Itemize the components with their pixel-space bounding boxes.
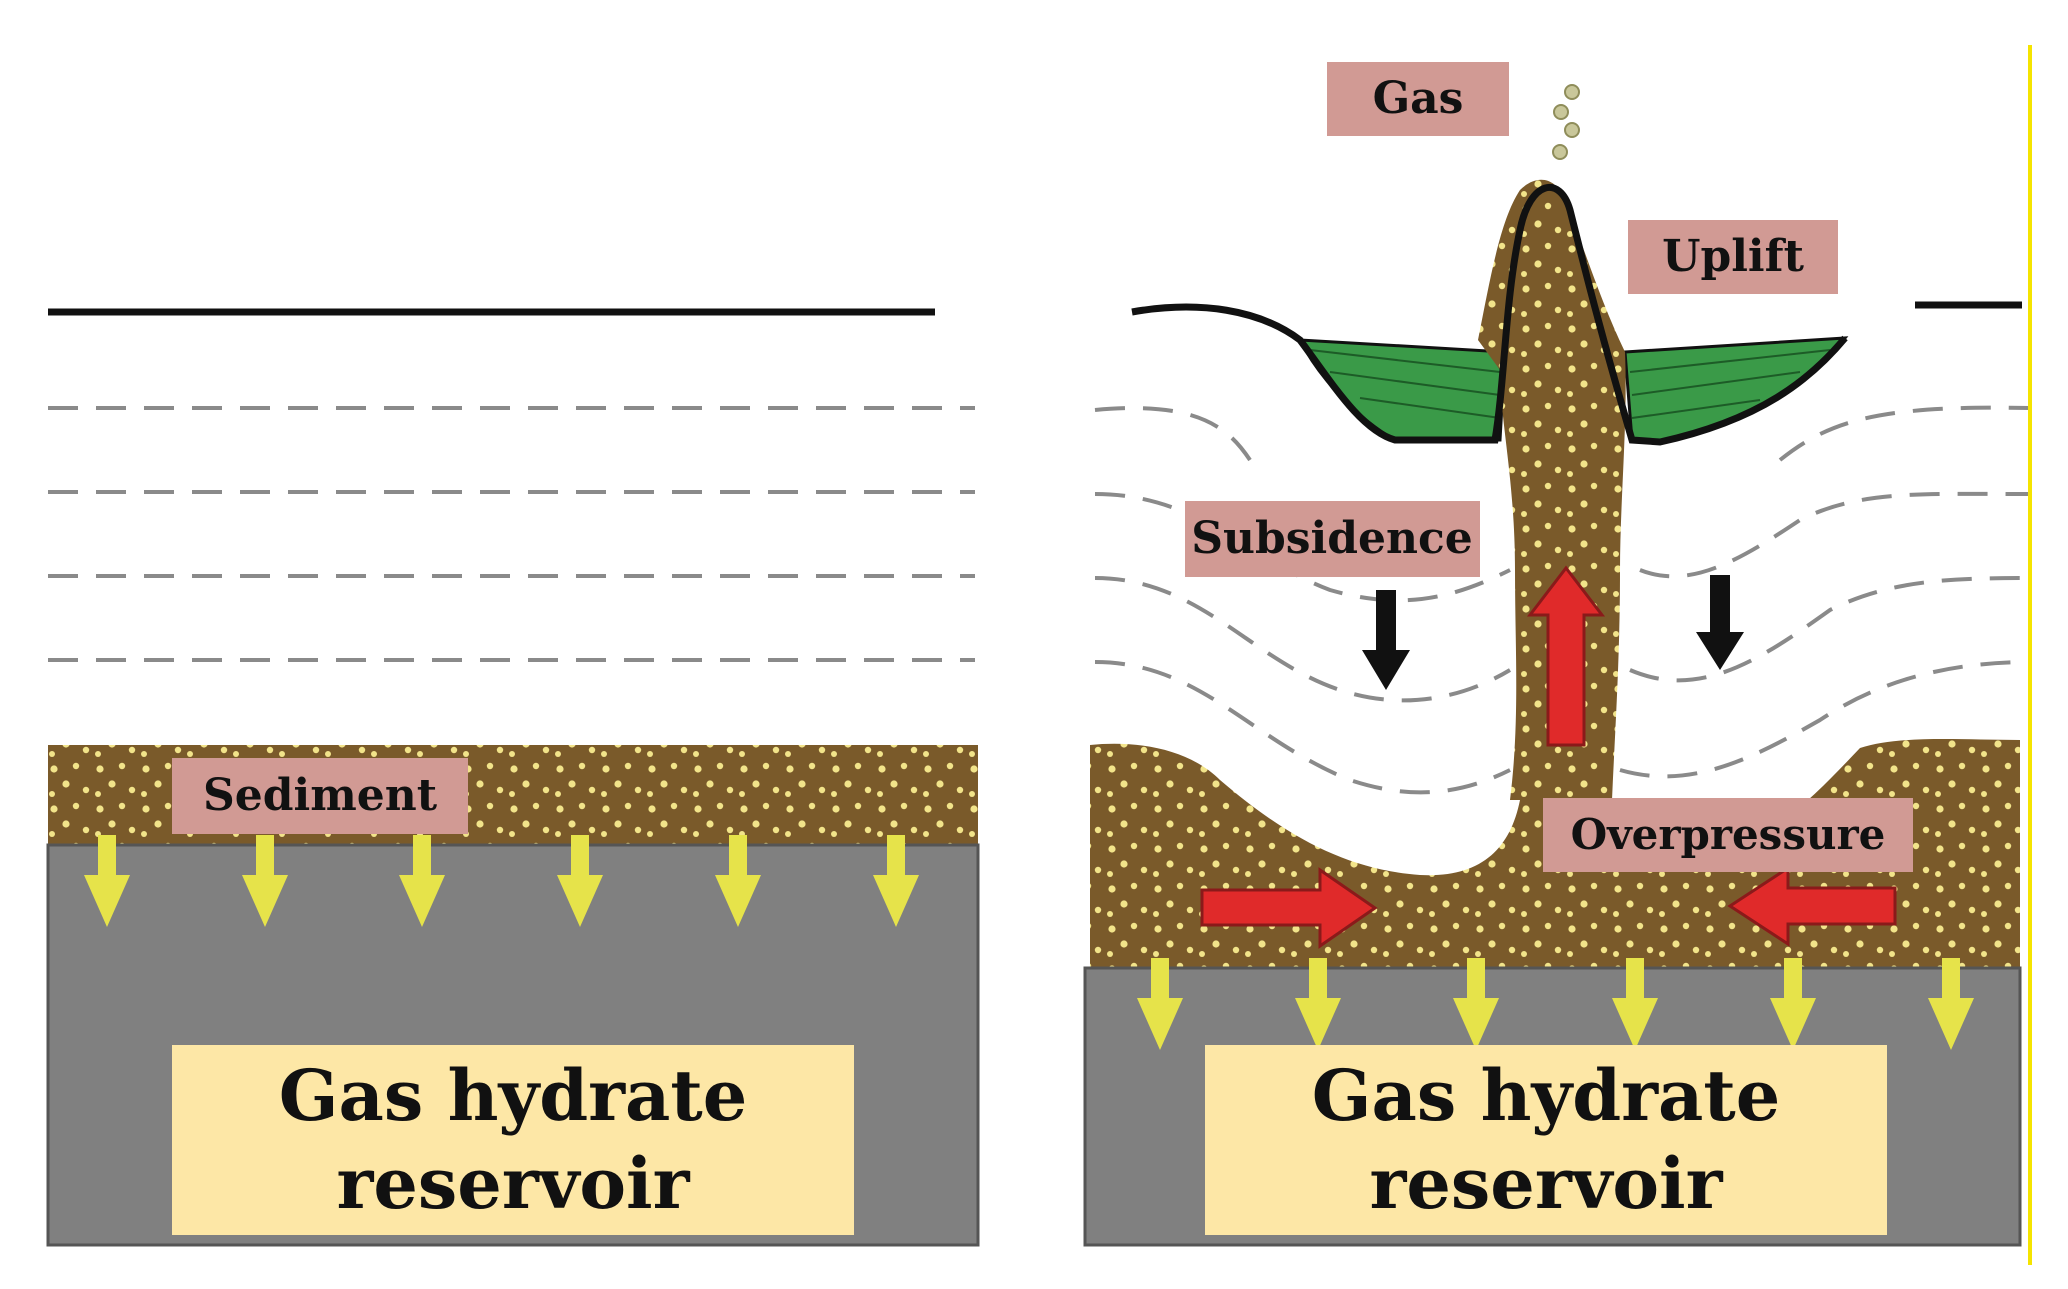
red-arrow-up (1526, 565, 1606, 747)
uplift-label-text: Uplift (1662, 231, 1804, 282)
gas-bubbles (1552, 84, 1580, 160)
right-yellow-arrows (1137, 958, 1974, 1050)
green-wedge-strata (1309, 349, 1831, 419)
overpressure-label: Overpressure (1543, 798, 1913, 872)
right-strata-lines (1094, 405, 2031, 795)
left-panel: Sediment Gas hydrate reservoir (46, 308, 980, 1247)
right-seafloor-line (1131, 184, 1848, 446)
gas-label: Gas (1327, 62, 1509, 136)
red-arrow-left (1727, 865, 1897, 947)
sediment-label-text: Sediment (203, 770, 438, 821)
right-reservoir-label-line1: Gas hydrate (1312, 1054, 1781, 1137)
red-arrow-right (1200, 867, 1378, 949)
sediment-label: Sediment (172, 758, 468, 834)
left-reservoir-label: Gas hydrate reservoir (172, 1045, 854, 1235)
overpressure-label-text: Overpressure (1571, 810, 1886, 859)
black-arrow-down-right (1696, 575, 1744, 670)
left-yellow-arrows (84, 835, 919, 927)
right-reservoir-label-line2: reservoir (1369, 1142, 1723, 1225)
sediment-chimney (1478, 179, 1626, 800)
right-reservoir-label: Gas hydrate reservoir (1205, 1045, 1887, 1235)
left-reservoir-label-line2: reservoir (336, 1142, 690, 1225)
subsidence-label-text: Subsidence (1191, 513, 1473, 564)
green-wedge-left (1297, 338, 1507, 442)
gas-label-text: Gas (1373, 73, 1464, 124)
right-panel: Gas Uplift Subsidence Overpressure Gas h… (1083, 62, 2031, 1247)
left-reservoir-label-line1: Gas hydrate (279, 1054, 748, 1137)
uplift-label: Uplift (1628, 220, 1838, 294)
green-wedge-right (1623, 336, 1849, 444)
subsidence-label: Subsidence (1185, 501, 1480, 577)
black-arrow-down-left (1362, 590, 1410, 690)
left-strata-lines (48, 406, 975, 662)
